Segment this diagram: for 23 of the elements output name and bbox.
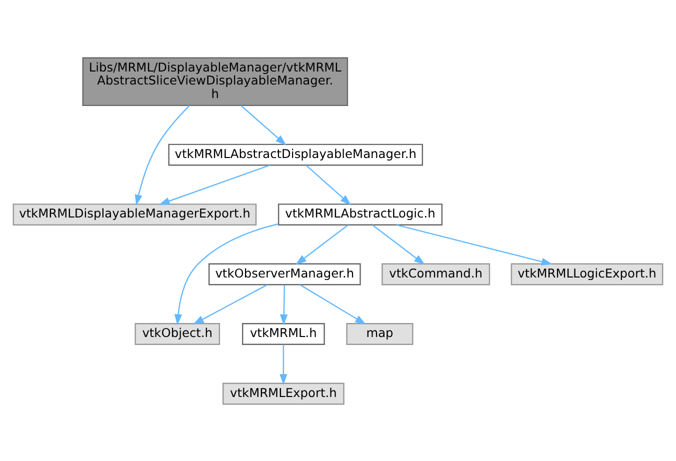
node-box: vtkObserverManager.h bbox=[208, 262, 361, 285]
node-box: map bbox=[346, 322, 414, 344]
arrow bbox=[280, 344, 288, 385]
node-box: vtkMRMLAbstractLogic.h bbox=[278, 203, 443, 226]
arrow bbox=[300, 284, 366, 324]
node-box: vtkMRMLAbstractDisplayableManager.h bbox=[168, 143, 424, 166]
node-box: vtkMRMLDisplayableManagerExport.h bbox=[12, 203, 257, 226]
node-box: vtkMRMLLogicExport.h bbox=[510, 262, 664, 285]
arrow bbox=[174, 222, 278, 325]
node-box: vtkMRML.h bbox=[242, 322, 325, 344]
node-box: Libs/MRML/DisplayableManager/vtkMRMLAbstractSliceViewDisplayableManager.h bbox=[82, 56, 348, 106]
arrow bbox=[372, 224, 425, 264]
arrow bbox=[240, 104, 286, 145]
arrow bbox=[158, 164, 270, 204]
arrow bbox=[306, 164, 352, 205]
node-box: vtkObject.h bbox=[134, 322, 220, 344]
arrow bbox=[396, 224, 552, 265]
node-box: vtkMRMLExport.h bbox=[222, 382, 344, 404]
arrow bbox=[296, 224, 348, 264]
arrow bbox=[134, 104, 190, 206]
arrow bbox=[192, 284, 268, 324]
node-box: vtkCommand.h bbox=[382, 262, 490, 285]
arrow bbox=[280, 284, 288, 325]
